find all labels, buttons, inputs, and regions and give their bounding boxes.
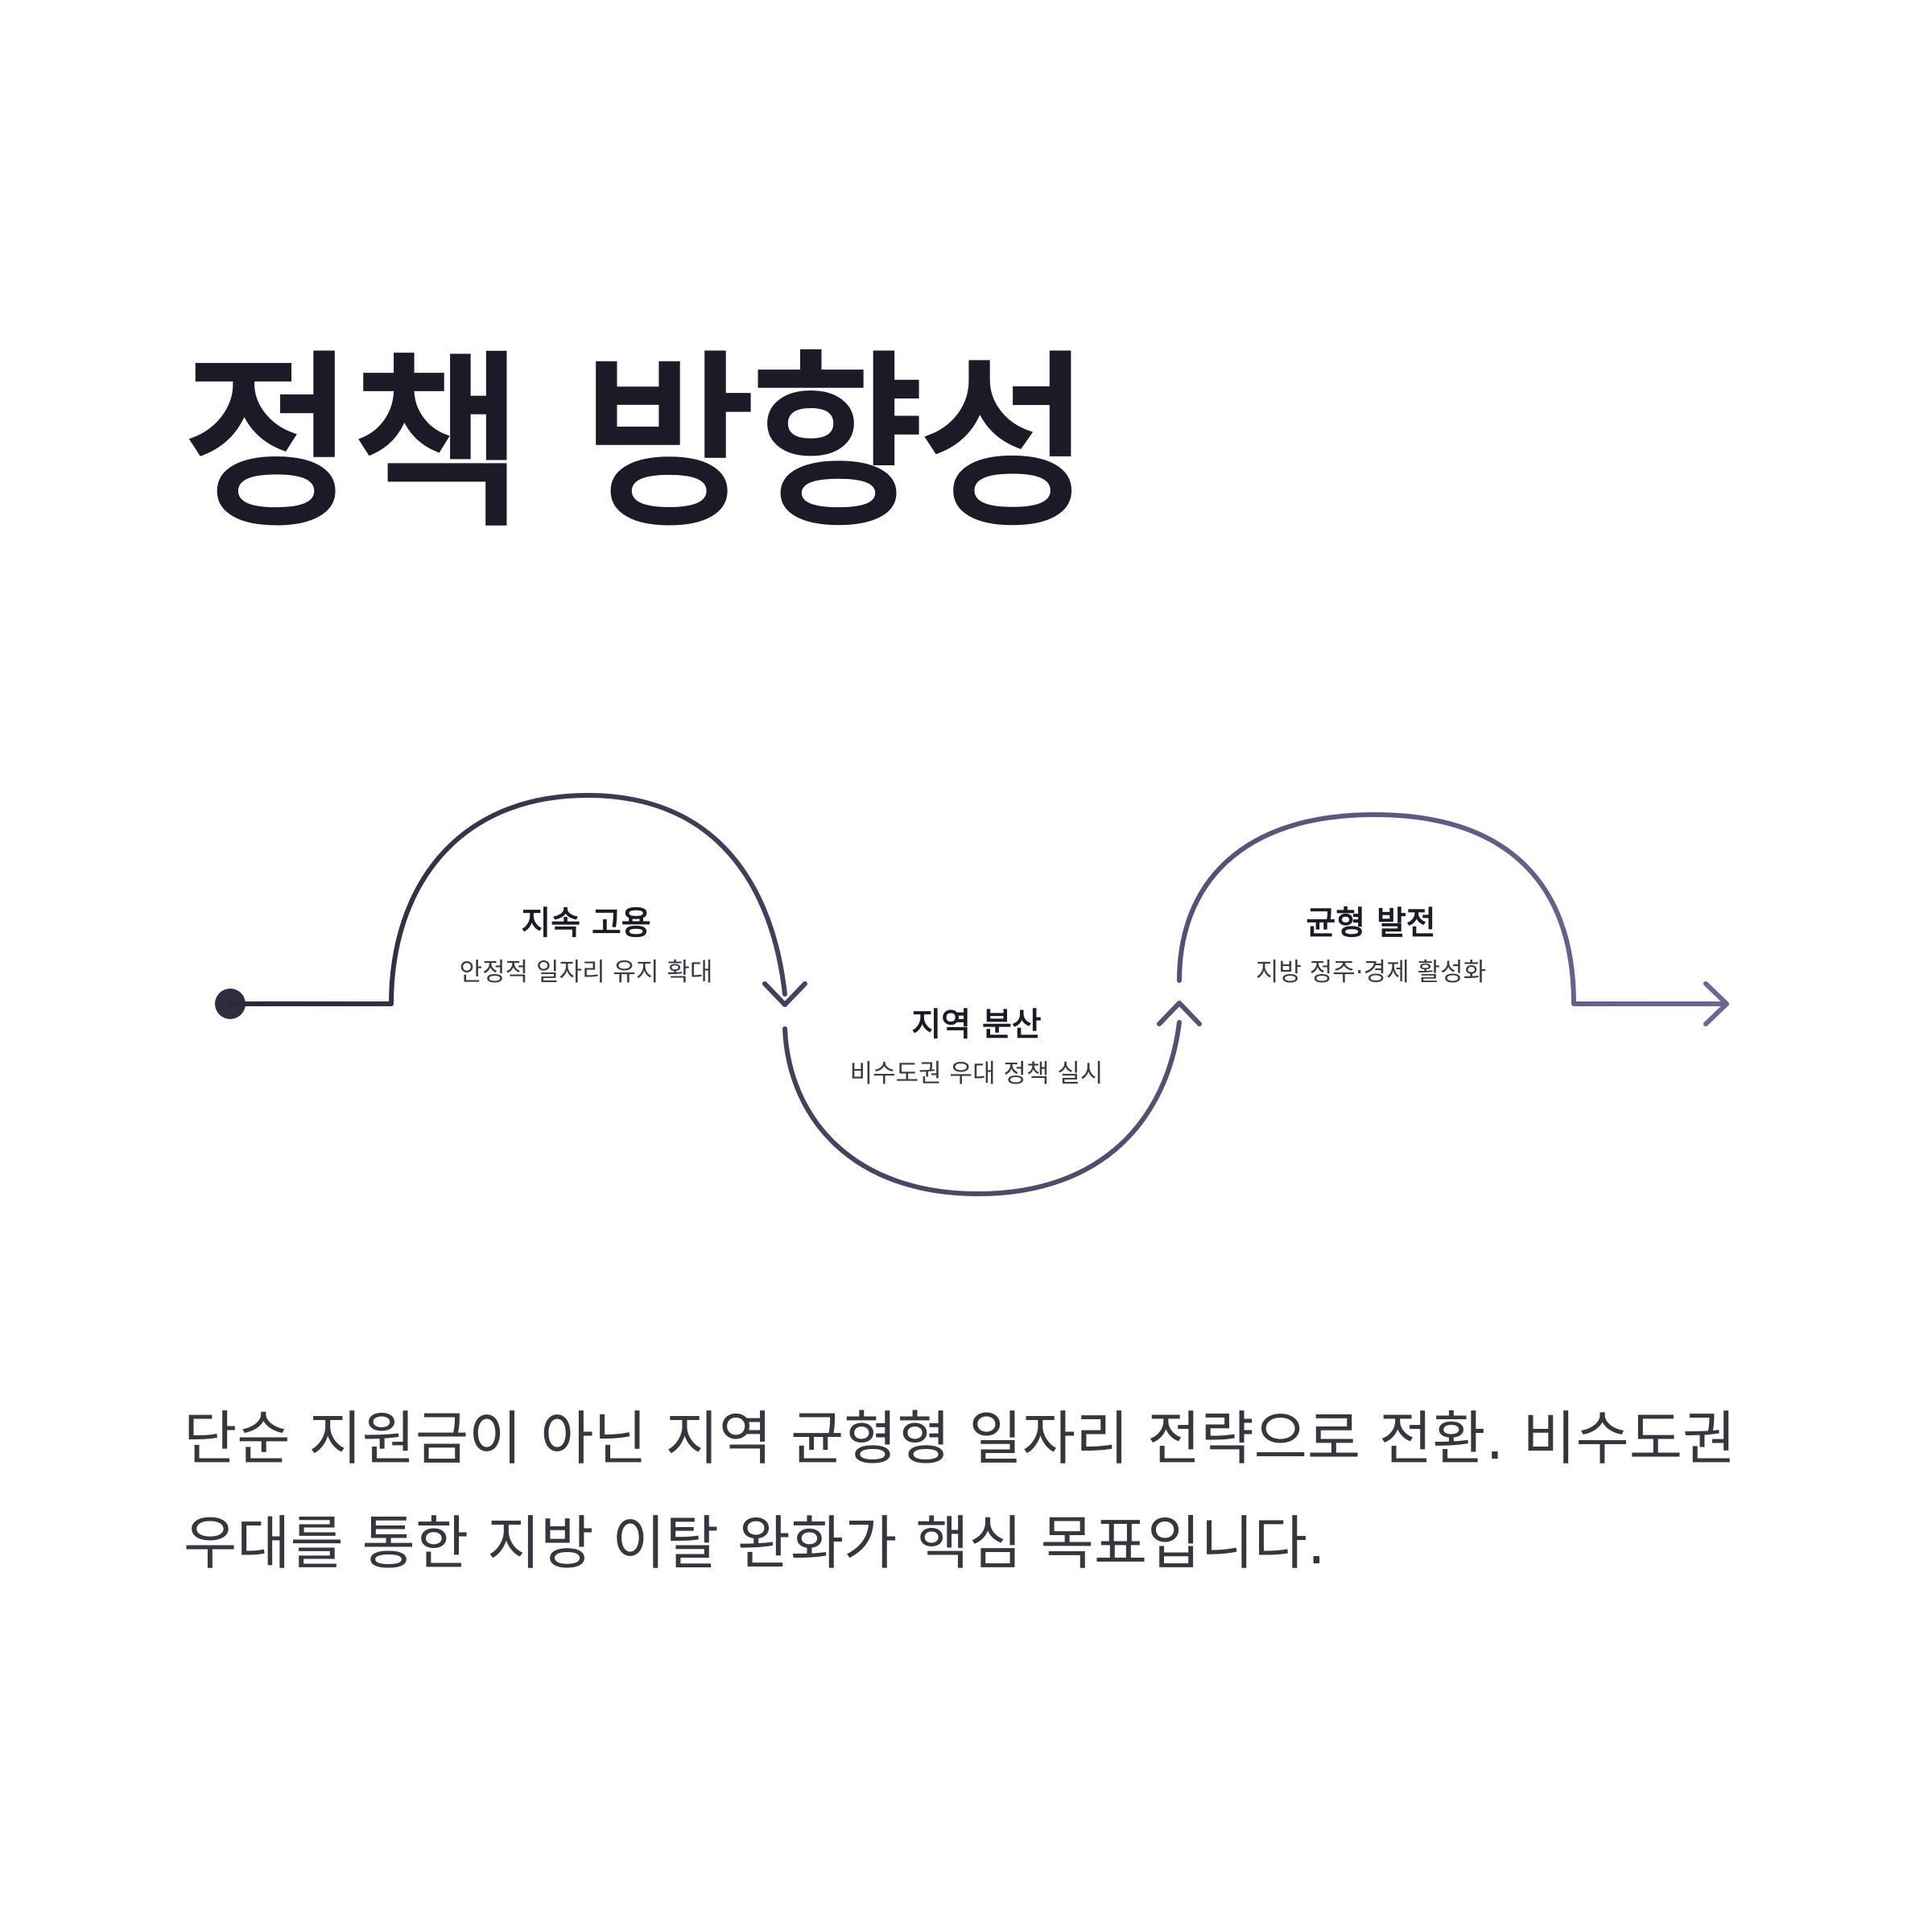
step-title: 지속 고용: [521, 905, 650, 942]
arrow-right-icon: [1703, 981, 1729, 1026]
step-description: 지방 정주·경제 활성화: [1256, 958, 1486, 987]
summary-paragraph: 단순 지원금이 아닌 지역 균형형 일자리 전략으로 전환. 비수도권 우대를 …: [184, 1405, 1736, 1577]
arrow-up-icon: [1157, 1001, 1202, 1026]
step-title: 균형 발전: [1306, 905, 1435, 942]
step-regional-distribution: 지역 분산 비수도권 우대 정책 실시: [850, 1006, 1104, 1088]
arrow-down-icon: [762, 981, 807, 1007]
step-description: 안정적 일자리 유지 확대: [460, 958, 713, 987]
step-balanced-development: 균형 발전 지방 정주·경제 활성화: [1256, 905, 1486, 987]
step-title: 지역 분산: [911, 1006, 1041, 1043]
step-description: 비수도권 우대 정책 실시: [850, 1059, 1104, 1088]
flow-line: [228, 793, 1728, 1196]
step-sustained-employment: 지속 고용 안정적 일자리 유지 확대: [460, 905, 713, 987]
page-title: 정책 방향성: [184, 335, 1092, 552]
